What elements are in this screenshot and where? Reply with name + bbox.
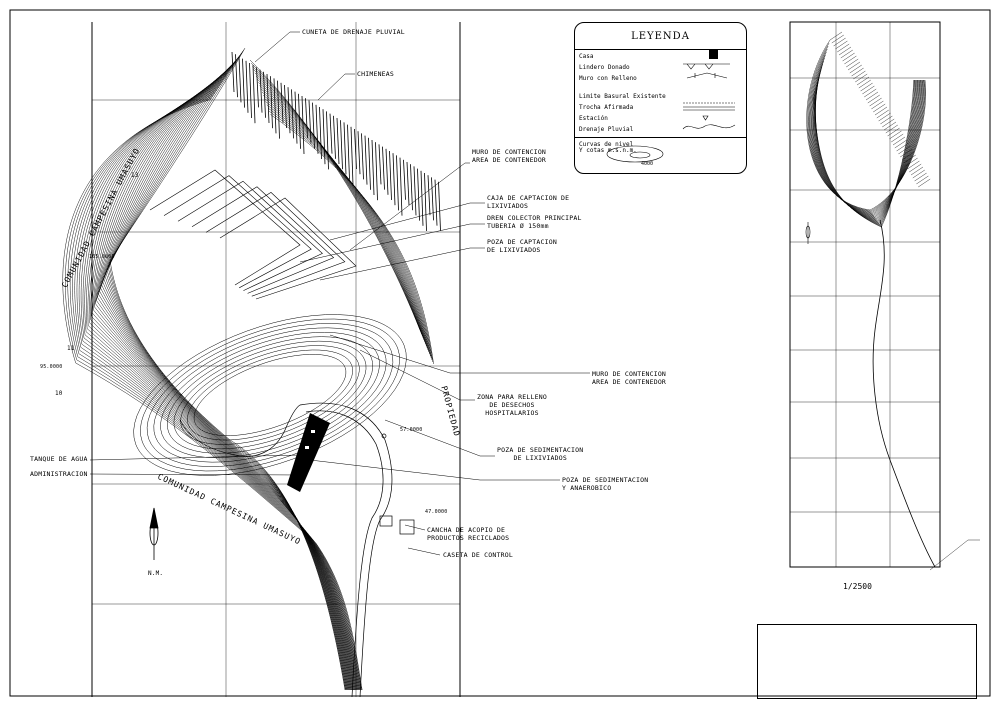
point-13: 13 <box>131 172 139 179</box>
legend-row-muro: Muro con Relleno <box>579 75 637 82</box>
label-chimeneas: CHIMENEAS <box>357 70 395 78</box>
legend-row-estacion: Estación <box>579 115 608 122</box>
label-cuneta: CUNETA DE DRENAJE PLUVIAL <box>302 28 405 36</box>
legend-symbols <box>606 50 736 163</box>
chimney-hatching <box>231 51 441 232</box>
side-plan-grid <box>790 22 940 567</box>
hospital-waste-building <box>287 413 330 492</box>
north-arrow-main <box>149 507 159 560</box>
legend-row-trocha: Trocha Afirmada <box>579 104 634 111</box>
legend-row-casa: Casa <box>579 53 594 60</box>
legend-panel: LEYENDA Casa Lindero Donado Muro con Rel… <box>574 22 747 174</box>
legend-divider-2 <box>575 137 746 138</box>
main-plan-frame <box>91 22 461 697</box>
coord-47: 47.0000 <box>425 509 448 515</box>
title-block <box>757 624 977 699</box>
sheet-border <box>9 9 991 697</box>
side-plan-frame <box>789 21 941 568</box>
coord-95: 95.0000 <box>40 364 63 370</box>
terrain-contours <box>62 47 434 691</box>
legend-row-drenaje: Drenaje Pluvial <box>579 126 634 133</box>
side-plan-road <box>872 219 936 568</box>
leader-lines <box>89 31 590 556</box>
coord-165: 165.0000 <box>89 254 115 260</box>
point-11: 11 <box>67 345 75 352</box>
legend-row-cotas: Y cotas m.s.n.m. <box>579 147 637 154</box>
point-10: 10 <box>55 390 63 397</box>
label-north: N.M. <box>148 570 164 577</box>
legend-contour-value: 4000 <box>641 161 654 167</box>
label-tanque: TANQUE DE AGUA <box>30 455 88 463</box>
legend-row-limite: Limite Basural Existente <box>579 93 666 100</box>
side-plan-scale: 1/2500 <box>843 582 872 591</box>
label-caseta: CASETA DE CONTROL <box>443 551 513 559</box>
side-plan-leaders <box>929 539 980 571</box>
legend-row-lindero: Lindero Donado <box>579 64 630 71</box>
label-administracion: ADMINISTRACION <box>30 470 88 478</box>
coord-57: 57.0000 <box>400 427 423 433</box>
side-plan-contours <box>806 31 931 228</box>
legend-row-curvas: Curvas de nivel <box>579 141 634 148</box>
legend-title: LEYENDA <box>631 31 690 42</box>
north-arrow-side <box>805 222 811 244</box>
legend-divider <box>575 49 746 50</box>
landfill-cells <box>149 169 357 300</box>
access-road <box>179 402 393 698</box>
